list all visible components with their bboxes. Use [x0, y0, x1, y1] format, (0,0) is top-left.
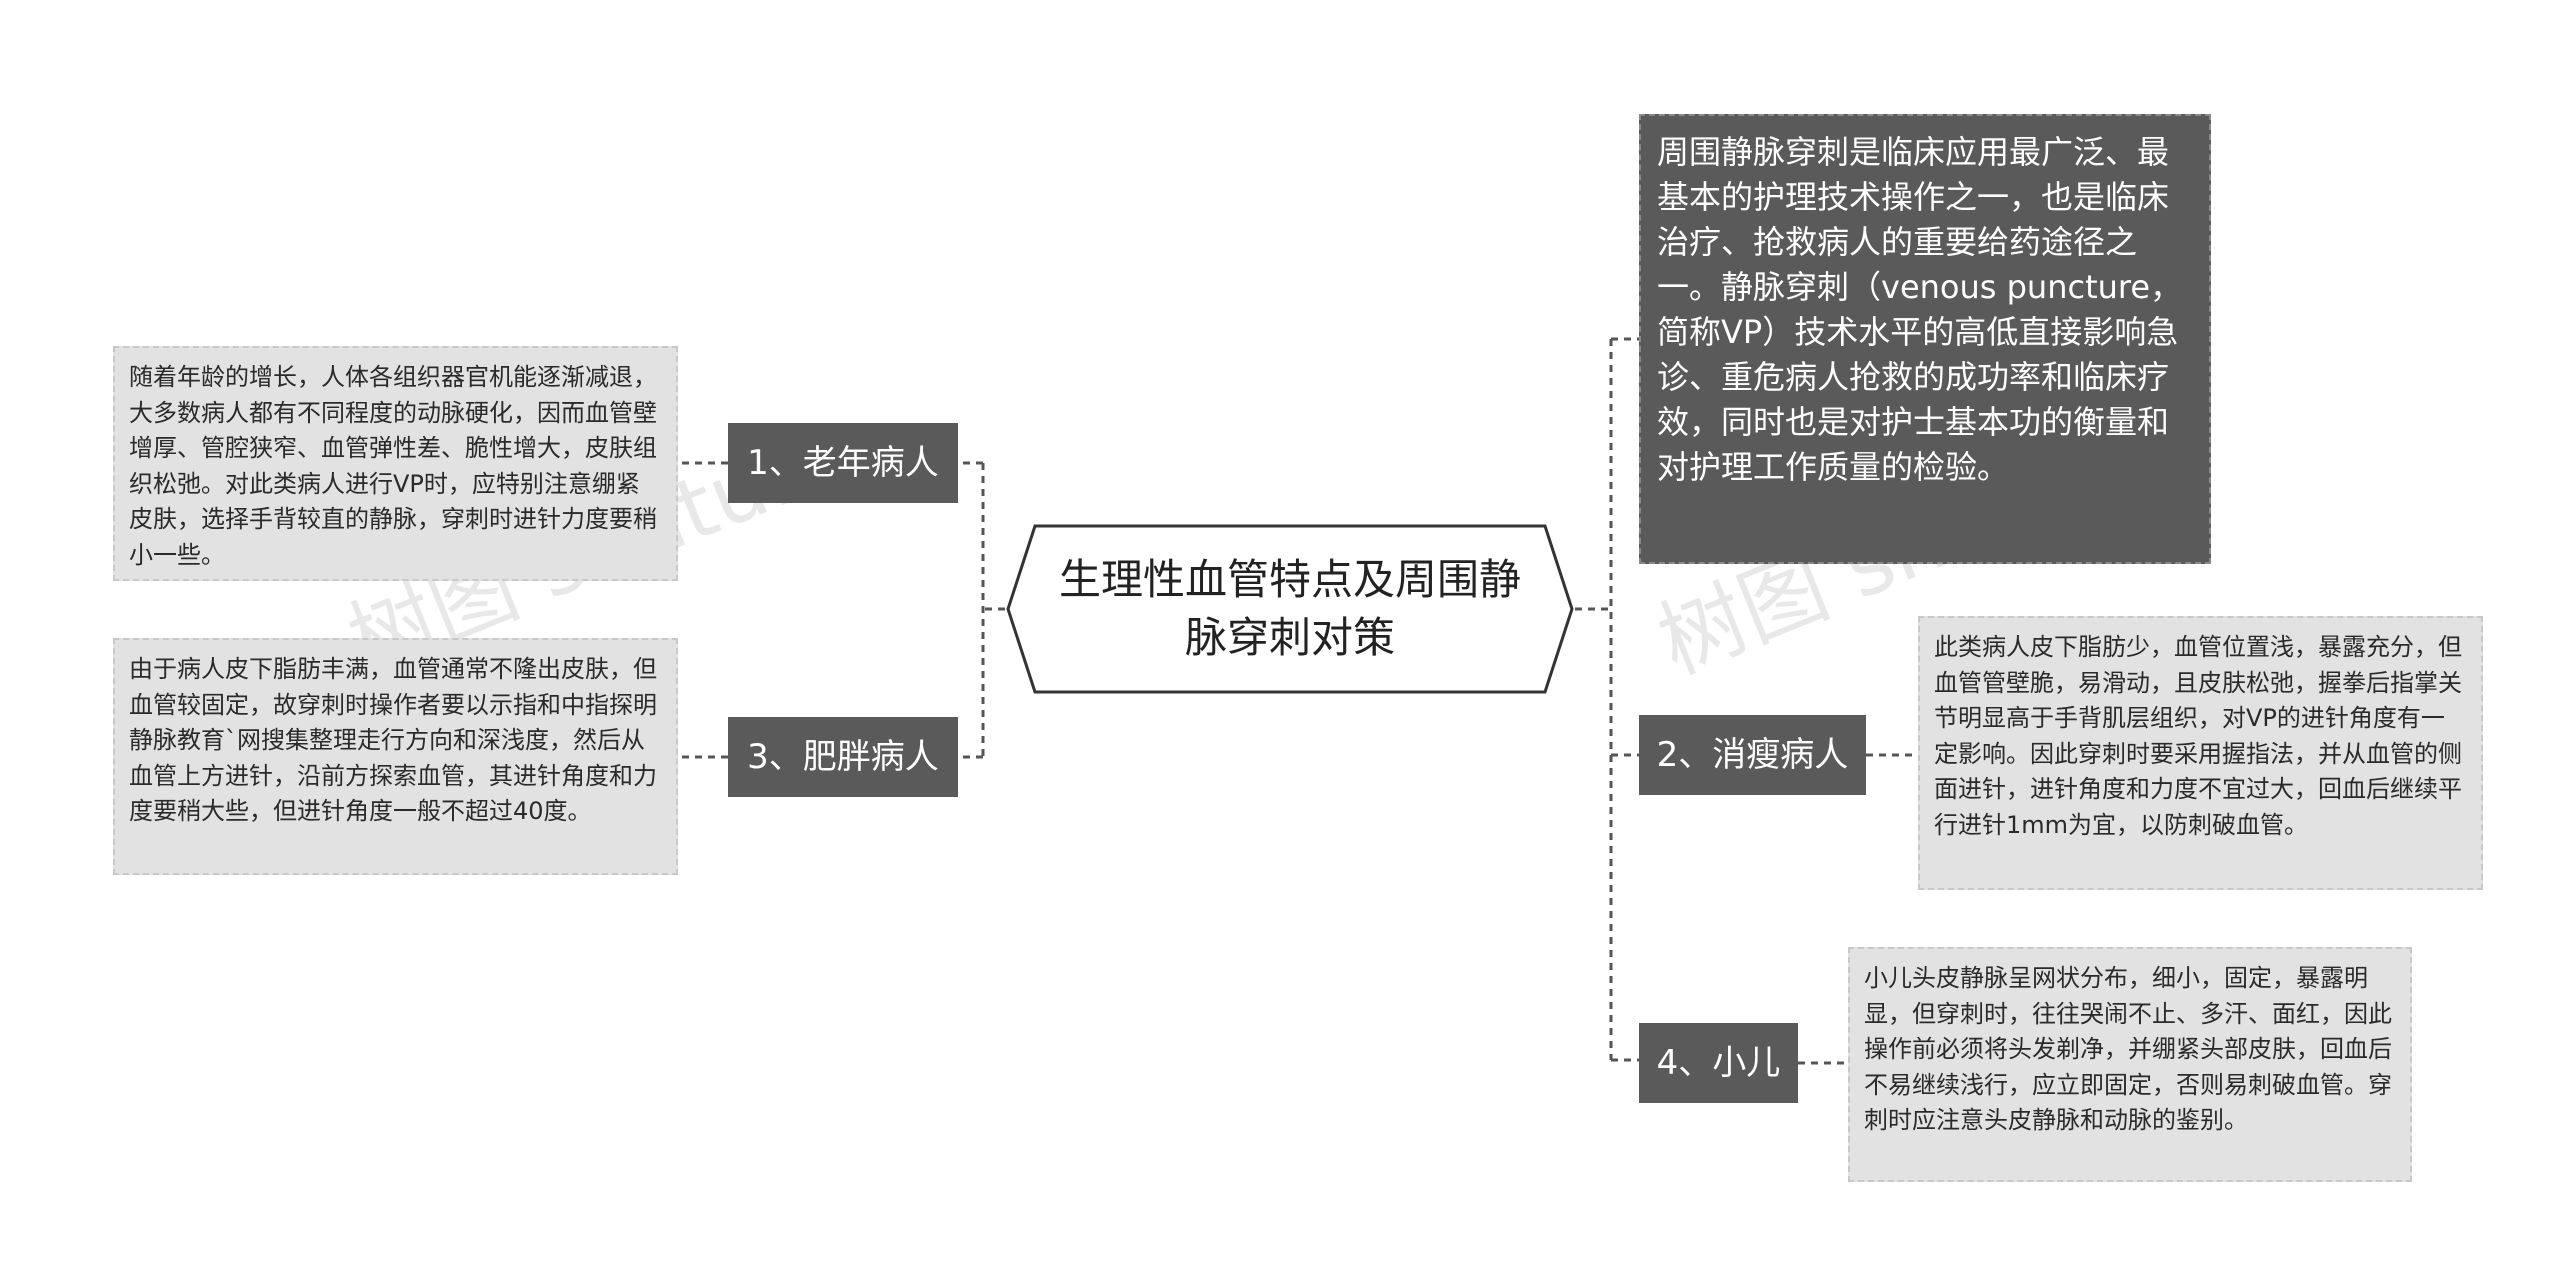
branch-obese[interactable]: 3、肥胖病人 [728, 717, 958, 797]
branch-elderly[interactable]: 1、老年病人 [728, 423, 958, 503]
branch-thin[interactable]: 2、消瘦病人 [1639, 715, 1866, 795]
branch-child[interactable]: 4、小儿 [1639, 1023, 1798, 1103]
central-topic-title: 生理性血管特点及周围静脉穿刺对策 [1058, 555, 1521, 662]
note-obese: 由于病人皮下脂肪丰满，血管通常不隆出皮肤，但血管较固定，故穿刺时操作者要以示指和… [113, 638, 678, 875]
intro-node[interactable]: 周围静脉穿刺是临床应用最广泛、最基本的护理技术操作之一，也是临床治疗、抢救病人的… [1639, 114, 2211, 564]
central-topic[interactable]: 生理性血管特点及周围静脉穿刺对策 [1005, 523, 1575, 695]
note-elderly: 随着年龄的增长，人体各组织器官机能逐渐减退，大多数病人都有不同程度的动脉硬化，因… [113, 346, 678, 581]
note-thin: 此类病人皮下脂肪少，血管位置浅，暴露充分，但血管管壁脆，易滑动，且皮肤松弛，握拳… [1918, 616, 2483, 890]
central-topic-shape [1006, 524, 1574, 694]
note-child: 小儿头皮静脉呈网状分布，细小，固定，暴露明显，但穿刺时，往往哭闹不止、多汗、面红… [1848, 947, 2412, 1182]
